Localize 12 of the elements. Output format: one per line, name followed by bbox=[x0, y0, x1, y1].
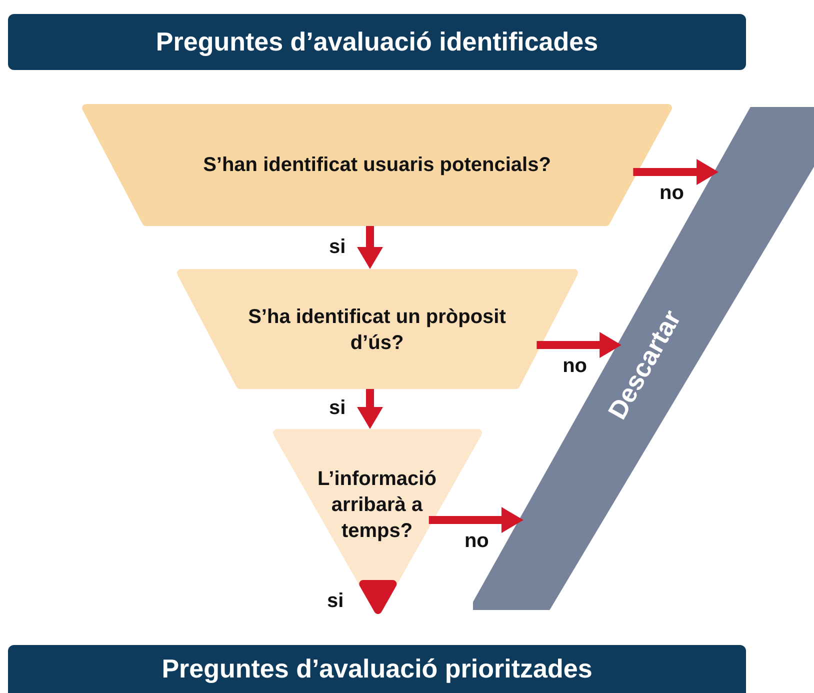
arrow bbox=[357, 389, 383, 429]
result-banner bbox=[8, 645, 746, 693]
arrow bbox=[357, 226, 383, 269]
banner-title: Preguntes d’avaluació prioritzades bbox=[160, 654, 594, 684]
arrow bbox=[633, 159, 719, 185]
question-text: L’informació arribarà a temps? bbox=[316, 467, 438, 544]
arrow bbox=[428, 507, 524, 533]
question-text: S’ha identificat un pròposit d’ús? bbox=[247, 305, 507, 356]
question-text: S’han identificat usuaris potencials? bbox=[202, 153, 552, 178]
banner-title: Preguntes d’avaluació identificades bbox=[154, 26, 600, 58]
title-banner bbox=[8, 14, 746, 70]
arrow bbox=[536, 332, 622, 358]
